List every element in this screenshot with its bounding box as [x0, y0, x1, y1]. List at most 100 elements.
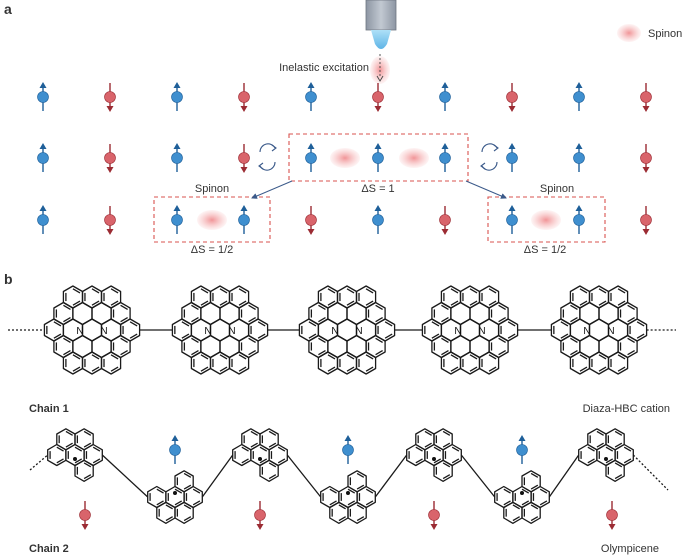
- spin-icon: [506, 143, 518, 172]
- radical-dot-icon: [604, 457, 608, 461]
- nitrogen-label: N: [583, 326, 590, 337]
- nitrogen-label: N: [355, 326, 362, 337]
- spin-icon: [372, 143, 384, 172]
- chain2-link: [460, 454, 496, 498]
- left-box: [153, 196, 271, 243]
- chain1-caption: Diaza-HBC cation: [583, 403, 670, 415]
- chain2-spin-icon: [254, 501, 266, 530]
- nitrogen-label: N: [76, 326, 83, 337]
- spin-icon: [640, 83, 652, 112]
- chain2-spins: [79, 435, 618, 530]
- chain2-spin-icon: [516, 435, 528, 464]
- stm-tip-icon: [365, 0, 397, 49]
- spin-icon: [573, 82, 585, 111]
- chain2-link: [101, 454, 149, 498]
- legend-label: Spinon: [648, 28, 682, 40]
- spin-icon: [573, 143, 585, 172]
- spinon-icon: [197, 210, 227, 230]
- excitation-arrow-icon: [376, 75, 384, 82]
- spin-icon: [37, 205, 49, 234]
- right-box-label: ΔS = 1/2: [524, 244, 567, 256]
- spin-icon: [439, 206, 451, 235]
- radical-dot-icon: [173, 491, 177, 495]
- legend-spinon-icon: [617, 24, 641, 42]
- olympicene-molecule: [47, 428, 103, 482]
- spin-icon: [37, 82, 49, 111]
- center-box-label: ΔS = 1: [361, 183, 394, 195]
- spin-icon: [171, 143, 183, 172]
- nitrogen-label: N: [100, 326, 107, 337]
- split-arrow-right: [465, 180, 507, 199]
- radical-dot-icon: [346, 491, 350, 495]
- olympicene-molecule: [406, 428, 462, 482]
- left-box-title: Spinon: [195, 183, 229, 195]
- spin-icon: [238, 205, 250, 234]
- nitrogen-label: N: [454, 326, 461, 337]
- nitrogen-label: N: [228, 326, 235, 337]
- spin-icon: [372, 83, 384, 112]
- spinon-icon: [330, 148, 360, 168]
- panel-b-label: b: [4, 271, 13, 287]
- right-box: [487, 196, 606, 243]
- spinon-icon: [531, 210, 561, 230]
- chain2-title: Chain 2: [29, 543, 69, 555]
- olympicene-molecule: [494, 470, 550, 524]
- nitrogen-label: N: [331, 326, 338, 337]
- center-box: [288, 133, 469, 182]
- chain2-spin-icon: [342, 435, 354, 464]
- chain2-caption: Olympicene: [601, 543, 659, 555]
- tip-label: Inelastic excitation: [279, 62, 369, 74]
- chain2-spin-icon: [169, 435, 181, 464]
- chain2-end-right: [632, 454, 669, 491]
- spin-icon: [305, 82, 317, 111]
- chain1-title: Chain 1: [29, 403, 69, 415]
- spin-icon: [640, 206, 652, 235]
- spin-icon: [171, 205, 183, 234]
- spin-icon: [305, 206, 317, 235]
- spinon-blobs: [197, 148, 561, 230]
- spin-icon: [439, 82, 451, 111]
- spin-icon: [640, 144, 652, 173]
- panel-a-label: a: [4, 1, 12, 17]
- spin-lattice: [37, 82, 652, 235]
- nitrogen-label: N: [478, 326, 485, 337]
- chain2-link: [548, 454, 580, 498]
- spin-icon: [238, 144, 250, 173]
- nitrogen-label: N: [204, 326, 211, 337]
- spin-icon: [238, 83, 250, 112]
- radical-dot-icon: [432, 457, 436, 461]
- spinon-icon: [399, 148, 429, 168]
- chain2-spin-icon: [428, 501, 440, 530]
- olympicene-molecule: [232, 428, 288, 482]
- olympicene-molecule: [320, 470, 376, 524]
- chain2-link: [374, 454, 408, 498]
- spin-icon: [104, 144, 116, 173]
- radical-dot-icon: [73, 457, 77, 461]
- spin-icon: [305, 143, 317, 172]
- chain2-spin-icon: [79, 501, 91, 530]
- olympicene-molecule: [147, 470, 203, 524]
- nitrogen-label: N: [607, 326, 614, 337]
- spin-icon: [104, 206, 116, 235]
- rotate-left-icon: [258, 143, 277, 171]
- chain2-link: [286, 454, 322, 498]
- spin-icon: [573, 205, 585, 234]
- rotate-right-icon: [480, 143, 499, 171]
- radical-dot-icon: [520, 491, 524, 495]
- olympicene-molecule: [578, 428, 634, 482]
- chain2-spin-icon: [606, 501, 618, 530]
- spin-icon: [372, 205, 384, 234]
- spin-icon: [104, 83, 116, 112]
- radical-dot-icon: [258, 457, 262, 461]
- spin-icon: [506, 83, 518, 112]
- split-arrow-left: [251, 180, 293, 199]
- chain2-link: [201, 454, 234, 498]
- spin-icon: [439, 143, 451, 172]
- chain2-end-left: [29, 454, 49, 471]
- left-box-label: ΔS = 1/2: [191, 244, 234, 256]
